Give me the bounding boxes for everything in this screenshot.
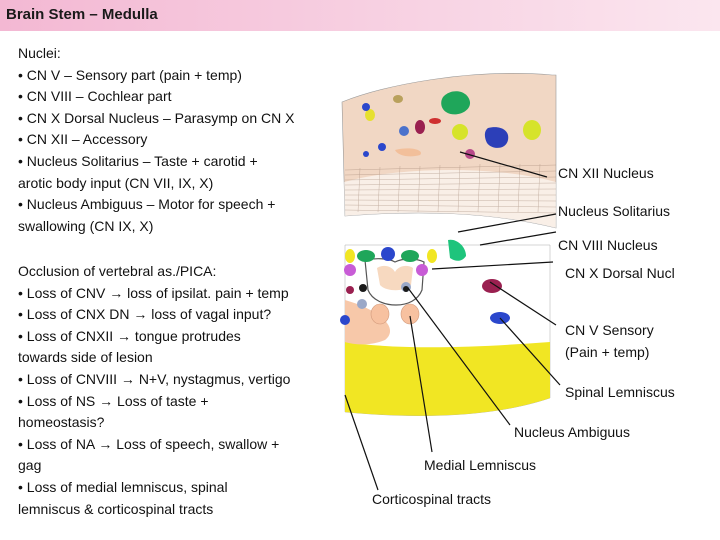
nuclei-heading: Nuclei: [18, 45, 61, 61]
cn12-nucleus-top [441, 91, 471, 115]
nuclei-line: • CN VIII – Cochlear part [18, 88, 172, 105]
occlusion-line: gag [18, 457, 42, 474]
medial-lemniscus-right [400, 303, 420, 325]
medial-lemniscus-left [370, 303, 390, 325]
nuclei-line: • CN V – Sensory part (pain + temp) [18, 66, 242, 83]
black-dot-left [359, 284, 367, 292]
occlusion-line: • Loss of NA → Loss of speech, swallow + [18, 435, 280, 452]
nuclei-text-block: Nuclei: • CN V – Sensory part (pain + te… [18, 43, 343, 237]
nuclei-line: • Nucleus Ambiguus – Motor for speech + [18, 196, 276, 213]
olive-blob-top [393, 95, 403, 103]
ambiguus-left [357, 299, 367, 309]
slide-title: Brain Stem – Medulla [6, 6, 158, 23]
purple-blob-top [465, 149, 475, 159]
occlusion-heading: Occlusion of vertebral as./PICA: [18, 263, 217, 279]
spinal-left [340, 315, 350, 325]
occlusion-line: • Loss of CNXII → tongue protrudes [18, 327, 241, 344]
ns-bottom-left [345, 249, 355, 263]
corticospinal-tract-region [345, 342, 550, 416]
occlusion-line: lemniscus & corticospinal tracts [18, 500, 214, 517]
label-cn5-sensory: CN V Sensory [565, 322, 654, 338]
occlusion-line: • Loss of medial lemniscus, spinal [18, 478, 228, 495]
nuclei-line: • Nucleus Solitarius – Taste + carotid + [18, 152, 258, 169]
orange-blob-top [395, 148, 421, 157]
blue-nucleus-top [484, 127, 509, 148]
blue-dot-bottom [381, 247, 395, 261]
cn12-nucleus-bottom [357, 250, 375, 262]
yellow-small-top [365, 109, 375, 121]
label-cn12-nucleus: CN XII Nucleus [558, 165, 654, 181]
occlusion-line: • Loss of CNV → loss of ipsilat. pain + … [18, 284, 289, 301]
label-cn5-sensory-sub: (Pain + temp) [565, 344, 650, 360]
blue-dot-top [362, 103, 370, 111]
occlusion-line: • Loss of CNX DN → loss of vagal input? [18, 306, 272, 323]
occlusion-text-block: Occlusion of vertebral as./PICA: • Loss … [18, 261, 343, 520]
yellow-blob-right [523, 120, 541, 140]
label-corticospinal-tracts: Corticospinal tracts [372, 491, 492, 507]
black-dot-right [403, 286, 409, 292]
label-nucleus-ambiguus: Nucleus Ambiguus [514, 424, 630, 440]
label-medial-lemniscus: Medial Lemniscus [424, 457, 537, 473]
label-nucleus-solitarius: Nucleus Solitarius [558, 203, 671, 219]
occlusion-line: homeostasis? [18, 414, 105, 431]
cn10-dorsal-dot [416, 264, 428, 276]
nuclei-line: • CN XII – Accessory [18, 131, 148, 148]
nuclei-line: swallowing (CN IX, X) [18, 217, 154, 234]
cn8-nucleus [448, 239, 466, 261]
blue-small-top [399, 126, 409, 136]
occlusion-line: • Loss of NS → Loss of taste + [18, 392, 209, 409]
red-blob-top [429, 118, 441, 124]
blue-dot-top [363, 151, 369, 157]
label-cn8-nucleus: CN VIII Nucleus [558, 237, 658, 253]
pointer-lines [344, 151, 561, 491]
nuclei-line: arotic body input (CN VII, IX, X) [18, 174, 214, 191]
purple-dot-left [344, 264, 356, 276]
cn12-nucleus-bottom-right [401, 250, 419, 262]
ns-bottom [427, 249, 437, 263]
occlusion-line: towards side of lesion [18, 349, 153, 366]
cn5-left [346, 286, 354, 294]
title-bar: Brain Stem – Medulla [0, 0, 720, 31]
label-spinal-lemniscus: Spinal Lemniscus [565, 384, 675, 400]
label-cn10-dorsal: CN X Dorsal Nucl [565, 265, 675, 281]
ns-nucleus-top [452, 124, 468, 140]
blue-dot-top [378, 143, 386, 151]
nuclei-line: • CN X Dorsal Nucleus – Parasymp on CN X [18, 109, 295, 126]
cn5-top [415, 120, 425, 134]
caudal-medulla-section [340, 239, 551, 416]
cn5-sensory-nucleus [482, 279, 502, 293]
occlusion-line: • Loss of CNVIII → N+V, nystagmus, verti… [18, 370, 291, 387]
